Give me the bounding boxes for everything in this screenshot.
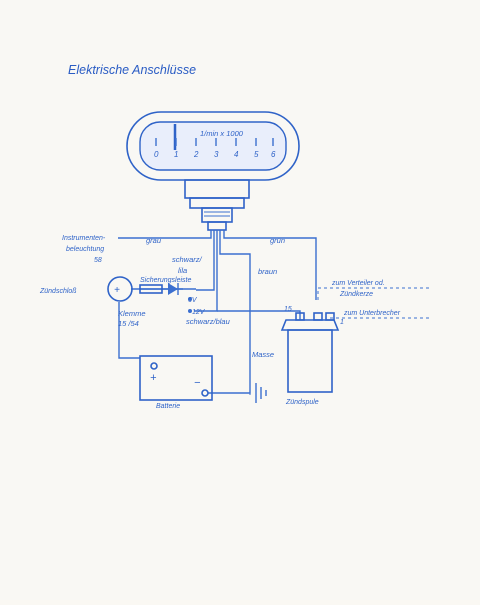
label-grau: grau — [146, 236, 162, 245]
battery: + − — [139, 355, 213, 401]
ignition-coil — [280, 312, 340, 393]
label-gruen: grün — [270, 236, 285, 245]
label-instrument-light: Instrumenten- — [62, 235, 106, 242]
tick-label: 0 — [154, 150, 159, 159]
label-instrument-light-3: 58 — [94, 257, 102, 264]
label-instrument-light-2: beleuchtung — [66, 246, 104, 253]
battery-minus: − — [194, 377, 201, 389]
label-terminal-15: 15 — [284, 306, 292, 313]
label-verteiler-2: Zündkerze — [339, 291, 373, 298]
label-terminal-1: 1 — [340, 319, 344, 326]
label-6v: 6V — [188, 297, 198, 304]
tick-label: 6 — [271, 150, 276, 159]
plus-sign: + — [114, 285, 120, 296]
label-klemme: Klemme — [118, 309, 146, 318]
gauge-ticks — [155, 138, 274, 146]
wires — [118, 230, 430, 395]
tick-label: 2 — [193, 150, 199, 159]
tick-label: 1 — [174, 150, 178, 159]
label-batterie: Batterie — [156, 403, 180, 410]
label-zuendspule: Zündspule — [285, 399, 319, 406]
gauge-scale-label: 1/min x 1000 — [200, 129, 244, 138]
battery-plus: + — [150, 372, 157, 384]
label-schwarz-lila-2: lila — [178, 266, 187, 275]
tick-label: 4 — [234, 150, 239, 159]
ground-icon — [255, 383, 267, 403]
label-verteiler: zum Verteiler od. — [331, 280, 385, 287]
ignition-lock: + — [107, 276, 133, 302]
tick-label: 5 — [254, 150, 259, 159]
label-unterbrecher: zum Unterbrecher — [343, 310, 401, 317]
fuse — [139, 283, 192, 313]
label-masse: Masse — [252, 350, 274, 359]
label-klemme-2: 15 /54 — [118, 319, 139, 328]
label-schwarz-lila: schwarz/ — [172, 255, 203, 264]
diagram-title: Elektrische Anschlüsse — [68, 63, 196, 77]
label-sicherungsleiste: Sicherungsleiste — [140, 277, 191, 284]
label-schwarz-blau: schwarz/blau — [186, 317, 231, 326]
label-zuendschloss: Zündschloß — [39, 288, 77, 295]
gauge-connector — [184, 179, 250, 231]
label-braun: braun — [258, 267, 277, 276]
tick-label: 3 — [214, 150, 219, 159]
tachometer: 1/min x 1000 0 1 2 3 4 5 6 — [126, 111, 300, 181]
label-12v: 12V — [192, 309, 206, 316]
